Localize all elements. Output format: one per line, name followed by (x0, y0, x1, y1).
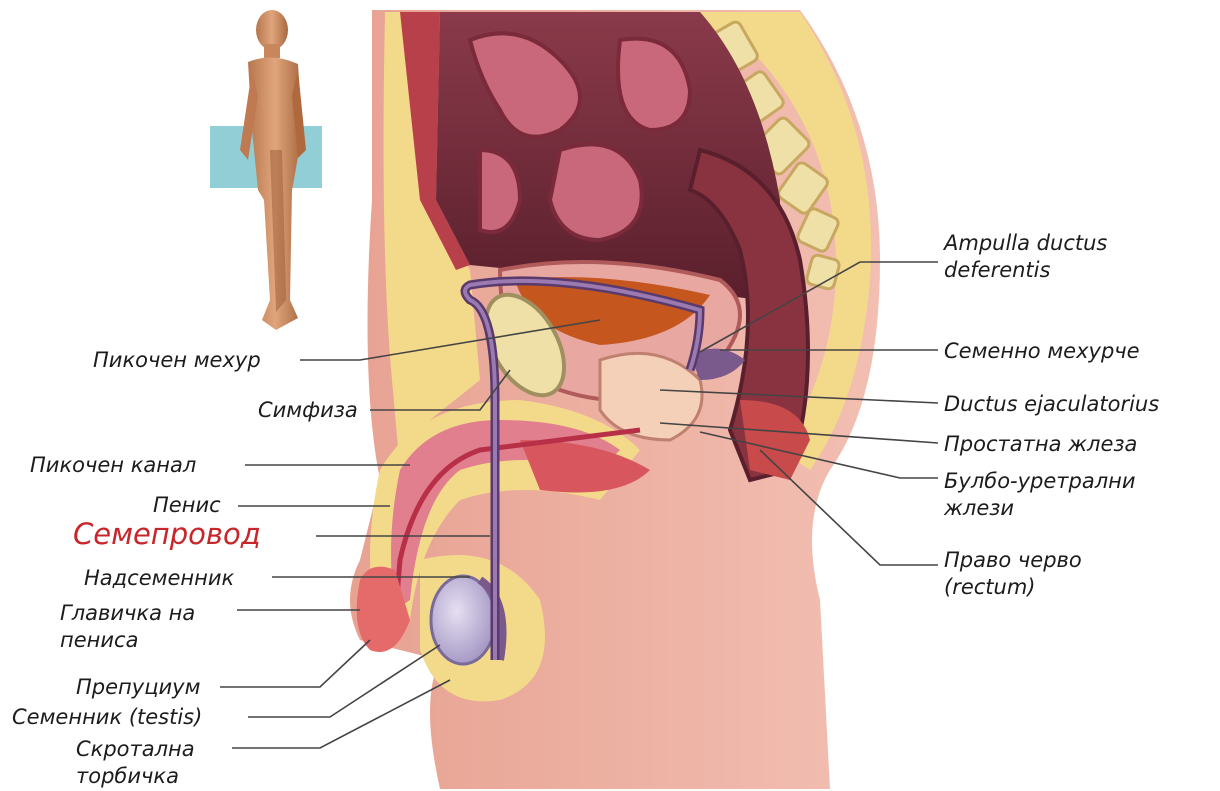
label-epididymis: Надсеменник (84, 565, 234, 592)
label-vas-deferens: Семепровод (73, 516, 261, 554)
label-ampulla: Ampulla ductus deferentis (944, 230, 1184, 285)
label-rectum: Право черво (rectum) (944, 547, 1124, 602)
label-bulbourethral: Булбо-уретрални жлези (944, 468, 1164, 523)
label-ejaculatory-duct: Ductus ejaculatorius (944, 391, 1159, 418)
label-prostate: Простатна жлеза (944, 431, 1137, 458)
label-scrotum: Скротална торбичка (76, 736, 236, 791)
label-prepuce: Препуциум (76, 674, 200, 701)
body-section (350, 10, 880, 789)
label-testis: Семенник (testis) (12, 704, 202, 731)
label-symphysis: Симфиза (258, 397, 358, 424)
inset-figure (210, 10, 322, 330)
label-urethra: Пикочен канал (30, 452, 196, 479)
label-glans: Главичка на пениса (60, 600, 240, 655)
label-bladder: Пикочен мехур (93, 347, 261, 374)
label-seminal-vesicle: Семенно мехурче (944, 338, 1140, 365)
